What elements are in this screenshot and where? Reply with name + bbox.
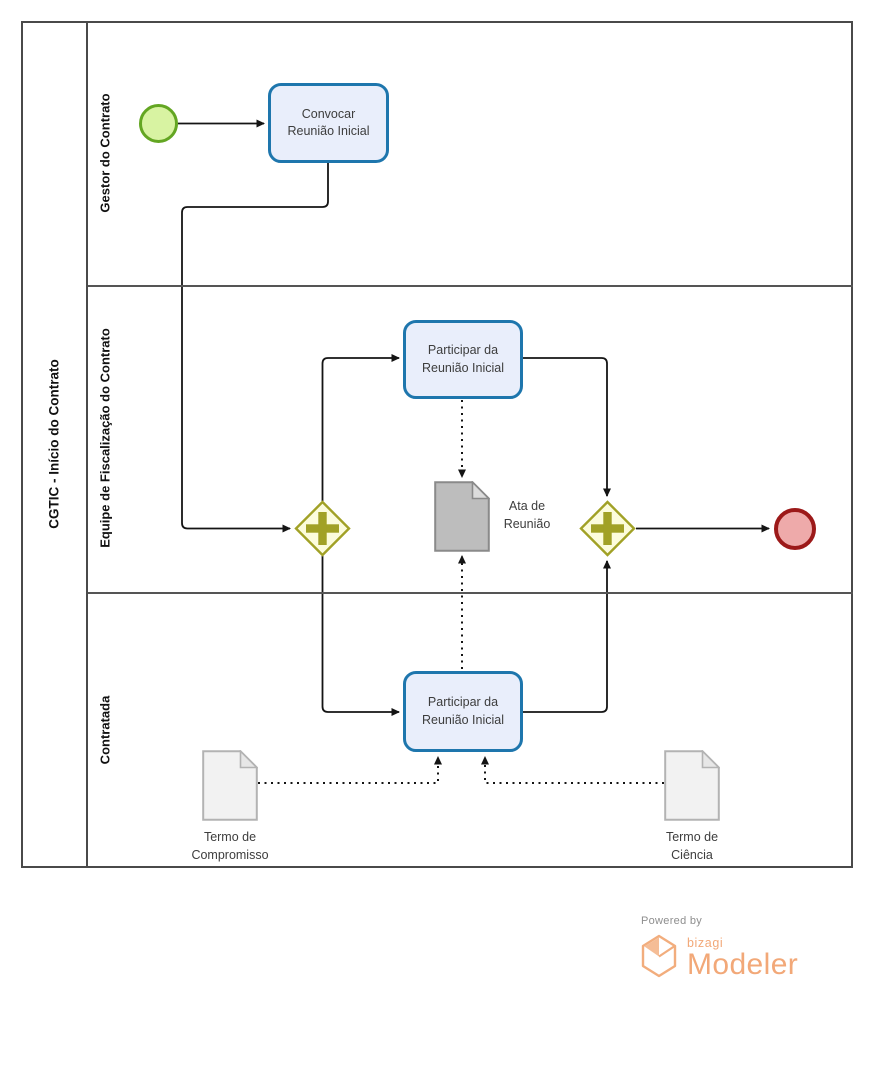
parallel-gateway-split bbox=[294, 500, 351, 557]
end-event bbox=[774, 508, 816, 550]
pool-title: CGTIC - Início do Contrato bbox=[46, 359, 62, 529]
bizagi-hexagon-icon bbox=[641, 934, 677, 978]
lane-label-gestor: Gestor do Contrato bbox=[97, 93, 113, 213]
pool-border bbox=[21, 21, 853, 868]
bizagi-wordmark: bizagi bbox=[687, 936, 724, 950]
data-object-termo-compromisso-icon bbox=[202, 750, 258, 821]
data-object-termo-ciencia-icon bbox=[664, 750, 720, 821]
bizagi-modeler-logo: Powered by bizagi Modeler bbox=[641, 915, 798, 982]
data-object-ata-label: Ata de Reunião bbox=[503, 499, 551, 531]
flow-participar-contratada-to-gateway-join bbox=[523, 560, 611, 713]
task-convocar-reuniao-inicial: Convocar Reunião Inicial bbox=[268, 83, 389, 163]
plus-icon bbox=[591, 512, 624, 545]
task-participar-reuniao-contratada: Participar da Reunião Inicial bbox=[403, 671, 523, 752]
parallel-gateway-join bbox=[579, 500, 636, 557]
flow-participar-equipe-to-gateway-join bbox=[523, 357, 611, 497]
data-object-termo-compromisso-label: Termo de Compromisso bbox=[191, 830, 269, 862]
lane-label-contratada: Contratada bbox=[97, 695, 113, 765]
modeler-wordmark: Modeler bbox=[687, 948, 799, 981]
pool-title-column bbox=[21, 21, 88, 868]
data-object-ata-icon bbox=[434, 481, 490, 552]
lane-divider-1 bbox=[88, 285, 853, 287]
association-termo-compromisso-to-participar bbox=[258, 756, 442, 784]
powered-by-text: Powered by bbox=[641, 915, 703, 927]
flow-gateway-split-to-participar-equipe bbox=[321, 354, 400, 501]
association-termo-ciencia-to-participar bbox=[481, 756, 664, 784]
lane-divider-2 bbox=[88, 592, 853, 594]
start-event bbox=[139, 104, 178, 143]
flow-gateway-split-to-participar-contratada bbox=[321, 556, 400, 716]
task-participar-reuniao-equipe: Participar da Reunião Inicial bbox=[403, 320, 523, 399]
data-object-termo-ciencia-label: Termo de Ciência bbox=[665, 830, 719, 862]
flow-convocar-to-gateway-split bbox=[181, 163, 329, 533]
lane-label-equipe-fiscalizacao: Equipe de Fiscalização do Contrato bbox=[97, 328, 113, 548]
plus-icon bbox=[306, 512, 339, 545]
